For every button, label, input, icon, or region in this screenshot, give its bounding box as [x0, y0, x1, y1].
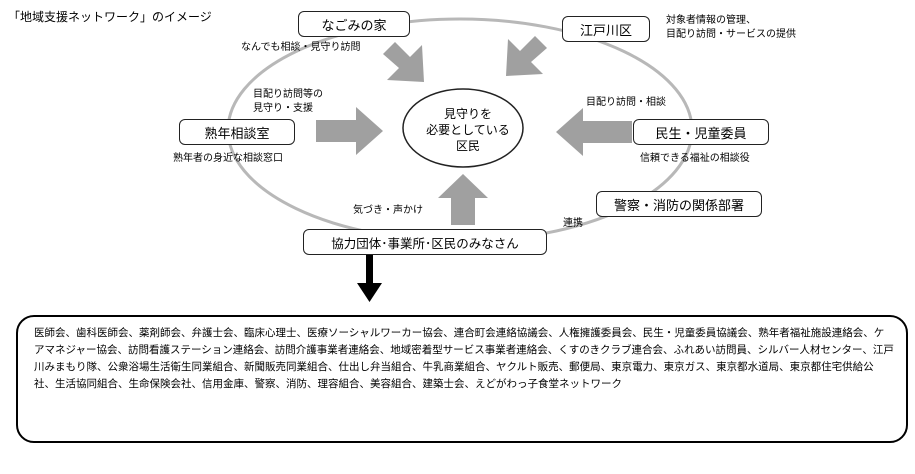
- down-arrow-head: [357, 283, 382, 302]
- arrow-from-minsei: [556, 108, 632, 156]
- note-edogawa-line-1: 対象者情報の管理、: [666, 15, 756, 26]
- node-kyoryoku: 協力団体･事業所･区民のみなさん: [303, 229, 547, 255]
- note-keisatsu: 連携: [563, 218, 583, 229]
- node-minsei: 民生・児童委員: [633, 119, 769, 145]
- arrow-from-jukunen: [316, 107, 383, 155]
- note-minsei-below: 信頼できる福祉の相談役: [640, 153, 750, 164]
- note-nagomi: なんでも相談・見守り訪問: [241, 42, 361, 53]
- down-arrow-shaft: [366, 254, 373, 286]
- note-kyoryoku: 気づき・声かけ: [353, 205, 423, 216]
- node-nagomi: なごみの家: [298, 11, 410, 37]
- note-jukunen-above: 目配り訪問等の 見守り・支援: [253, 88, 323, 116]
- node-keisatsu: 警察・消防の関係部署: [596, 191, 762, 217]
- page-title: 「地域支援ネットワーク」のイメージ: [8, 10, 212, 24]
- center-line-3: 区民: [455, 139, 480, 153]
- arrow-from-kyoryoku: [438, 174, 488, 225]
- note-edogawa-line-2: 目配り訪問・サービスの提供: [666, 29, 796, 40]
- node-edogawa: 江戸川区: [562, 16, 650, 42]
- arrow-from-edogawa: [506, 36, 547, 76]
- center-line-1: 見守りを: [443, 107, 492, 121]
- note-minsei-above: 目配り訪問・相談: [586, 97, 666, 108]
- node-jukunen: 熟年相談室: [179, 119, 295, 145]
- note-jukunen-above-line-1: 目配り訪問等の: [253, 89, 323, 100]
- center-label: 見守りを 必要としている 区民: [420, 106, 516, 154]
- center-ellipse: [402, 88, 524, 168]
- organizations-text: 医師会、歯科医師会、薬剤師会、弁護士会、臨床心理士、医療ソーシャルワーカー協会、…: [34, 327, 894, 390]
- note-jukunen-above-line-2: 見守り・支援: [253, 103, 313, 114]
- note-edogawa: 対象者情報の管理、 目配り訪問・サービスの提供: [666, 14, 796, 42]
- arrow-from-nagomi: [383, 42, 424, 82]
- center-line-2: 必要としている: [426, 123, 510, 137]
- organizations-box: 医師会、歯科医師会、薬剤師会、弁護士会、臨床心理士、医療ソーシャルワーカー協会、…: [16, 315, 908, 443]
- note-jukunen-below: 熟年者の身近な相談窓口: [173, 153, 283, 164]
